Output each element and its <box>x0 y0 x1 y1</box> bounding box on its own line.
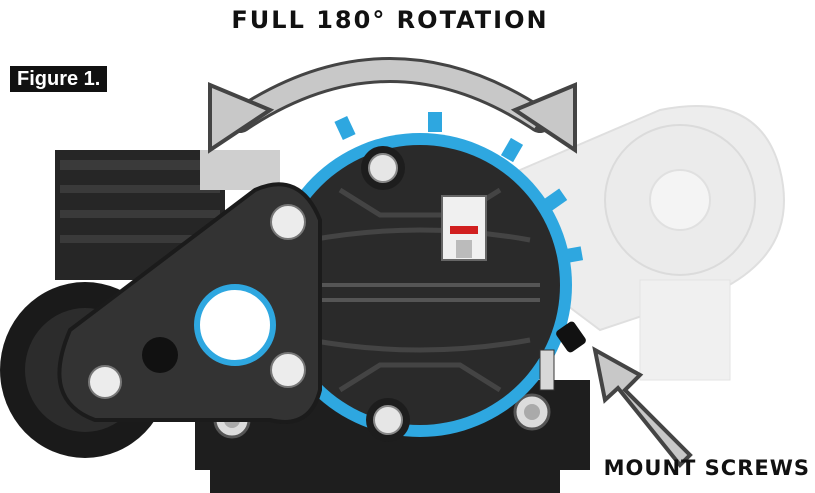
figure-tag: Figure 1. <box>10 66 108 92</box>
rotation-label: FULL 180° ROTATION <box>231 6 549 34</box>
mount-screws-label: MOUNT SCREWS <box>603 456 810 480</box>
arm-bracket <box>57 182 322 424</box>
motor-housing <box>55 150 280 280</box>
rotation-arrow <box>208 57 577 154</box>
ghost-rotated-bracket <box>518 105 785 381</box>
rotation-arrow-right-head <box>510 82 577 154</box>
rotation-arrow-left-head <box>208 82 275 154</box>
screw-pointer-arrow <box>592 346 693 468</box>
mount-screw <box>539 321 586 391</box>
rotating-plate <box>268 112 584 442</box>
